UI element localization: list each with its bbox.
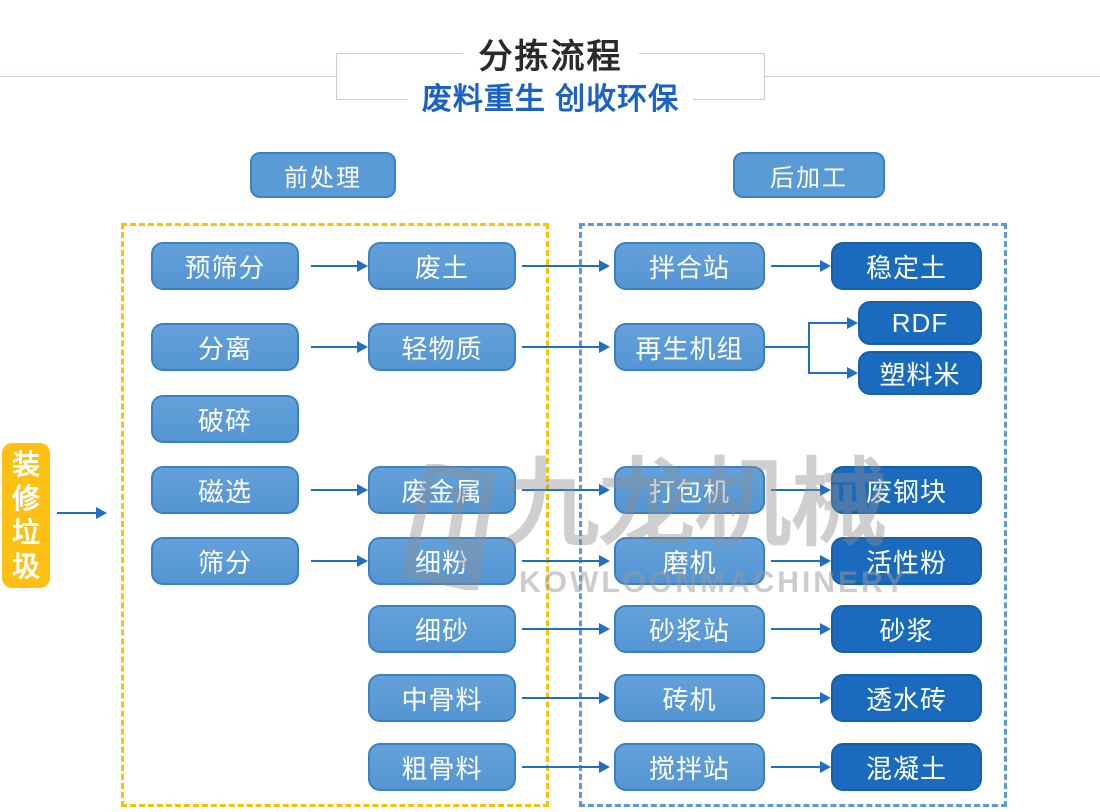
flow-node-r5-c1: 筛分 bbox=[151, 537, 299, 585]
arrow-r2-c1-c2 bbox=[311, 341, 368, 353]
post-processing-dashed-box bbox=[579, 223, 1007, 807]
flow-node-r1-c4: 稳定土 bbox=[831, 242, 982, 290]
flow-node-r2-c4-rdf: RDF bbox=[858, 301, 982, 345]
flow-node-r8-c2: 粗骨料 bbox=[368, 743, 516, 791]
branch-vertical-line bbox=[808, 322, 810, 374]
arrow-branch-to-plastic bbox=[810, 367, 858, 379]
flow-node-r1-c1: 预筛分 bbox=[151, 242, 299, 290]
flow-node-r7-c4: 透水砖 bbox=[831, 674, 982, 722]
flow-node-r5-c4: 活性粉 bbox=[831, 537, 982, 585]
arrow-r5-c1-c2 bbox=[311, 555, 368, 567]
arrow-source-to-pre bbox=[57, 507, 107, 519]
arrow-r8-c2-c3 bbox=[522, 761, 610, 773]
flow-node-r4-c4: 废钢块 bbox=[831, 466, 982, 514]
flow-node-r1-c2: 废土 bbox=[368, 242, 516, 290]
arrow-r5-c3-c4 bbox=[771, 555, 831, 567]
flow-node-r4-c3: 打包机 bbox=[614, 466, 765, 514]
arrow-r1-c3-c4 bbox=[771, 260, 831, 272]
pre-processing-dashed-box bbox=[121, 223, 549, 807]
stage-button-post-processing: 后加工 bbox=[733, 152, 885, 198]
arrow-r7-c3-c4 bbox=[771, 692, 831, 704]
flow-node-r6-c4: 砂浆 bbox=[831, 605, 982, 653]
arrow-r4-c1-c2 bbox=[311, 484, 368, 496]
arrow-r4-c2-c3 bbox=[522, 484, 610, 496]
source-box-decoration-waste: 装修垃圾 bbox=[2, 443, 50, 588]
flow-node-r4-c2: 废金属 bbox=[368, 466, 516, 514]
arrow-r5-c2-c3 bbox=[522, 555, 610, 567]
flow-node-r5-c3: 磨机 bbox=[614, 537, 765, 585]
flow-node-r8-c3: 搅拌站 bbox=[614, 743, 765, 791]
arrow-r8-c3-c4 bbox=[771, 761, 831, 773]
arrow-branch-to-rdf bbox=[810, 317, 858, 329]
flow-node-r6-c2: 细砂 bbox=[368, 605, 516, 653]
flow-node-r2-c1: 分离 bbox=[151, 323, 299, 371]
flow-node-r2-c3: 再生机组 bbox=[614, 323, 765, 371]
flow-node-r4-c1: 磁选 bbox=[151, 466, 299, 514]
flow-node-r8-c4: 混凝土 bbox=[831, 743, 982, 791]
flow-node-r2-c2: 轻物质 bbox=[368, 323, 516, 371]
arrow-r4-c3-c4 bbox=[771, 484, 831, 496]
arrow-r2-c2-c3 bbox=[522, 341, 610, 353]
page-title: 分拣流程 bbox=[336, 36, 765, 78]
flow-node-r7-c3: 砖机 bbox=[614, 674, 765, 722]
flow-node-r5-c2: 细粉 bbox=[368, 537, 516, 585]
arrow-r1-c2-c3 bbox=[522, 260, 610, 272]
flow-node-r6-c3: 砂浆站 bbox=[614, 605, 765, 653]
arrow-r7-c2-c3 bbox=[522, 692, 610, 704]
stage-button-pre-processing: 前处理 bbox=[250, 152, 396, 198]
flow-node-r2-c4-plastic: 塑料米 bbox=[858, 351, 982, 395]
page-subtitle: 废料重生 创收环保 bbox=[336, 81, 765, 119]
branch-stub-line bbox=[765, 346, 810, 348]
arrow-r6-c3-c4 bbox=[771, 623, 831, 635]
flow-node-r3-c1: 破碎 bbox=[151, 395, 299, 443]
arrow-r6-c2-c3 bbox=[522, 623, 610, 635]
flow-node-r1-c3: 拌合站 bbox=[614, 242, 765, 290]
arrow-r1-c1-c2 bbox=[311, 260, 368, 272]
flow-node-r7-c2: 中骨料 bbox=[368, 674, 516, 722]
